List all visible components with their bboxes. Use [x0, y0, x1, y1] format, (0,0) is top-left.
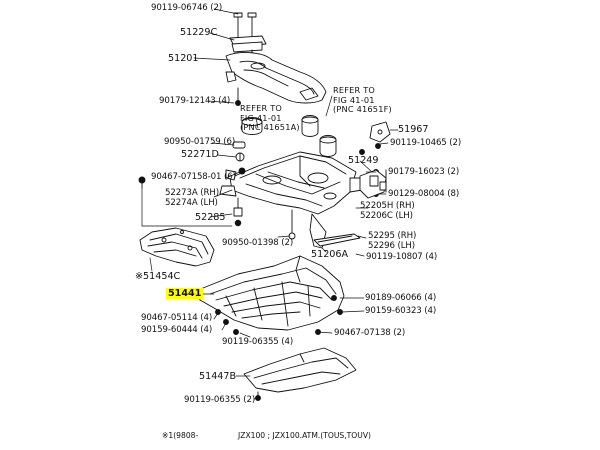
label-51441-highlighted: 51441	[166, 288, 204, 299]
footnote-text: JZX100 ; JZX100.ATM.(TOUS,TOUV)	[238, 431, 371, 440]
plate-52295-drawing	[313, 233, 361, 247]
label-52295: 52295 (RH)	[368, 231, 417, 241]
label-52296: 52296 (LH)	[368, 241, 416, 251]
label-90119-06355-a: 90119-06355 (4)	[222, 337, 294, 347]
reference-right-line3: (PNC 41651F)	[333, 104, 392, 114]
label-90179-12143: 90179-12143 (4)	[159, 96, 231, 106]
label-51967: 51967	[398, 124, 429, 135]
left-bolts-drawing	[138, 167, 246, 189]
reference-left-line3: (PNC 41651A)	[240, 122, 300, 132]
label-52273a: 52273A (RH)	[165, 188, 219, 198]
label-90159-60444: 90159-60444 (4)	[141, 325, 213, 335]
label-90950-01398: 90950-01398 (2)	[222, 238, 294, 248]
label-90119-10807: 90119-10807 (4)	[366, 252, 438, 262]
reference-left-line1: REFER TO	[240, 103, 283, 113]
label-52205h: 52205H (RH)	[360, 201, 415, 211]
reference-right-line1: REFER TO	[333, 85, 376, 95]
cover-51447b-drawing	[243, 347, 357, 401]
bracket-51229c-drawing	[229, 12, 267, 59]
label-51201: 51201	[168, 53, 199, 64]
label-90159-60323: 90159-60323 (4)	[365, 306, 437, 316]
label-51206a: 51206A	[311, 249, 349, 260]
label-51447b: 51447B	[199, 371, 237, 382]
label-90950-01759: 90950-01759 (6)	[164, 137, 236, 147]
label-90179-16023: 90179-16023 (2)	[388, 167, 460, 177]
reference-left-line2: FIG 41-01	[240, 112, 282, 123]
label-90467-05114: 90467-05114 (4)	[141, 313, 213, 323]
leader-lines	[141, 8, 399, 400]
label-52274a: 52274A (LH)	[165, 198, 218, 208]
crossmember-51201-drawing	[225, 52, 327, 106]
reference-note-left: REFER TO FIG 41-01 (PNC 41651A)	[240, 103, 300, 133]
label-51229c: 51229C	[180, 27, 218, 38]
footnote-marker: ※1(9808-	[162, 431, 199, 440]
label-51454c: ※51454C	[135, 271, 181, 282]
label-90119-06746: 90119-06746 (2)	[151, 3, 223, 13]
label-90129-08004: 90129-08004 (8)	[388, 189, 460, 199]
label-52271d: 52271D	[181, 149, 219, 160]
bracket-51967-drawing	[369, 121, 391, 149]
cover-51441-drawing	[197, 255, 345, 335]
label-90119-06355-b: 90119-06355 (2)	[184, 395, 256, 405]
cover-51454c-drawing	[139, 227, 215, 267]
label-51249: 51249	[348, 155, 379, 166]
label-90467-07158: 90467-07158-01 (6)	[151, 172, 236, 182]
subframe-drawing	[219, 149, 379, 249]
label-90467-07138: 90467-07138 (2)	[334, 328, 406, 338]
reference-note-right: REFER TO FIG 41-01 (PNC 41651F)	[333, 85, 392, 115]
label-52285: 52285	[195, 212, 226, 223]
reference-right-line2: FIG 41-01	[333, 94, 375, 105]
label-90189-06066: 90189-06066 (4)	[365, 293, 437, 303]
label-90119-10465: 90119-10465 (2)	[390, 138, 462, 148]
bracket-51249-drawing	[359, 169, 387, 199]
label-52206c: 52206C (LH)	[360, 211, 413, 221]
